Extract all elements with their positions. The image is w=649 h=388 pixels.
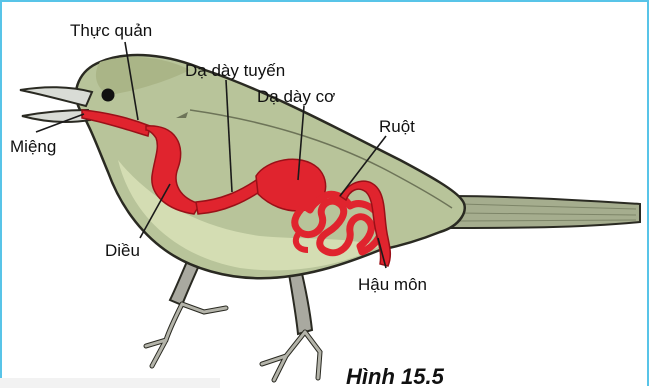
label-proventriculus: Dạ dày tuyến (185, 62, 285, 79)
bird-tail (446, 196, 640, 228)
figure-caption: Hình 15.5 (346, 366, 444, 388)
label-crop: Diều (105, 242, 140, 259)
label-esophagus: Thực quản (70, 22, 152, 39)
label-anus: Hậu môn (358, 276, 427, 293)
label-mouth: Miệng (10, 138, 56, 155)
bird-eye (102, 89, 115, 102)
bird-beak-upper (20, 87, 92, 106)
label-intestine: Ruột (379, 118, 415, 135)
label-gizzard: Dạ dày cơ (257, 88, 335, 105)
bottom-strip (0, 378, 220, 388)
